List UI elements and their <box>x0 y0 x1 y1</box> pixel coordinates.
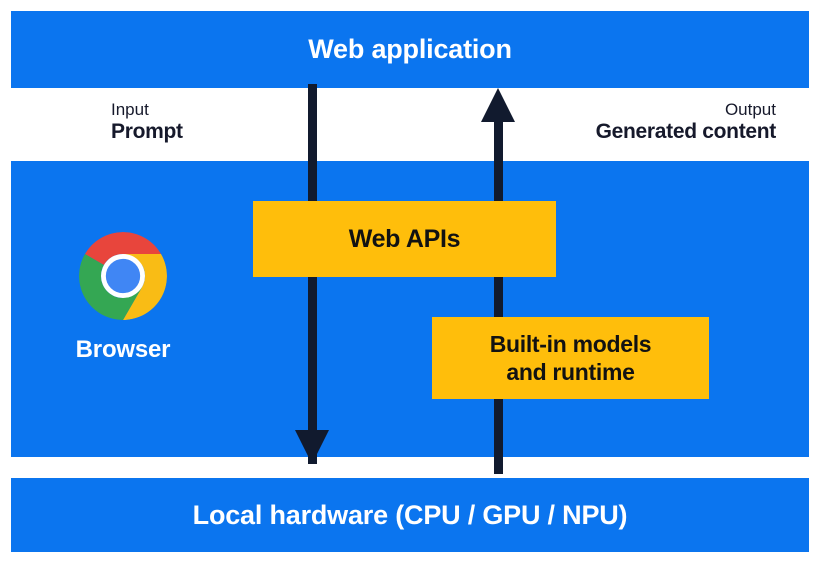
input-value-label: Prompt <box>111 120 183 144</box>
band-local-hardware: Local hardware (CPU / GPU / NPU) <box>11 478 809 552</box>
output-value-label: Generated content <box>595 120 777 144</box>
browser-block: Browser <box>43 232 203 364</box>
input-label-group: Input Prompt <box>111 100 183 145</box>
output-label-group: Output Generated content <box>595 100 777 145</box>
output-kind-label: Output <box>724 100 776 119</box>
box-built-in-models-label: Built-in models and runtime <box>490 330 652 386</box>
box-built-in-models-line2: and runtime <box>506 359 635 385</box>
input-kind-label: Input <box>111 100 149 119</box>
box-web-apis-label: Web APIs <box>348 224 461 253</box>
box-built-in-models-line1: Built-in models <box>489 330 652 357</box>
band-web-application: Web application <box>11 11 809 88</box>
arrow-up-head-icon <box>481 88 515 122</box>
chrome-logo-icon <box>79 232 167 320</box>
band-local-hardware-label: Local hardware (CPU / GPU / NPU) <box>192 499 628 530</box>
box-built-in-models: Built-in models and runtime <box>432 317 709 399</box>
arrow-down-head-icon <box>295 430 329 464</box>
arrow-up-shaft-icon <box>494 112 503 474</box>
band-web-application-label: Web application <box>308 34 512 64</box>
box-web-apis: Web APIs <box>253 201 556 277</box>
band-browser-label: Browser <box>75 336 171 363</box>
